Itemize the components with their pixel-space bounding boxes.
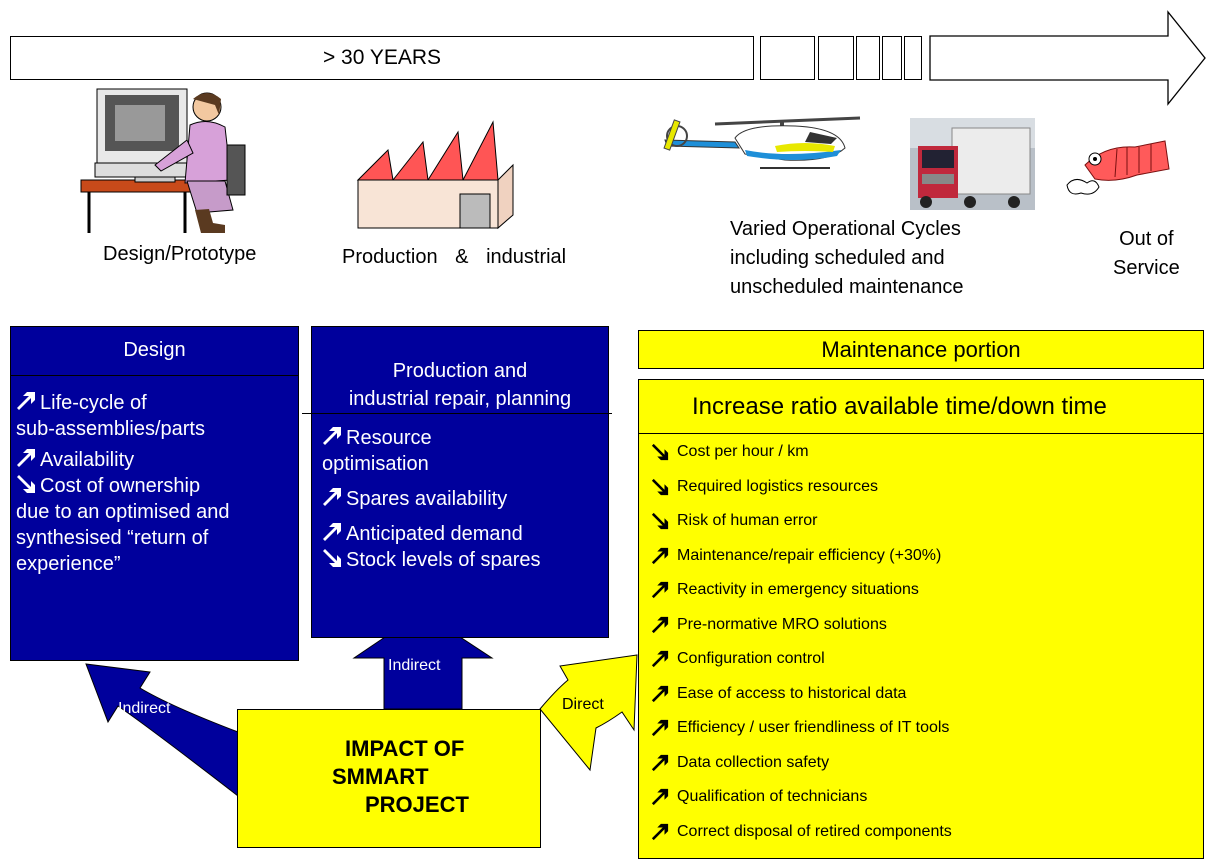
indirect-left-label: Indirect (118, 700, 171, 717)
maintenance-item: Maintenance/repair efficiency (+30%) (639, 539, 1203, 574)
maintenance-item-label: Cost per hour / km (677, 443, 809, 461)
caption-operational: Varied Operational Cycles including sche… (730, 218, 964, 298)
timeline-label: > 30 YEARS (322, 46, 442, 69)
truck-icon (910, 118, 1035, 210)
maintenance-item: Risk of human error (639, 504, 1203, 539)
maintenance-item: Data collection safety (639, 746, 1203, 781)
trend-up-icon (651, 823, 669, 840)
design-panel-items: Life-cycle of sub-assemblies/parts Avail… (11, 376, 298, 577)
maintenance-item-label: Required logistics resources (677, 477, 878, 495)
timeline-arrowhead (929, 10, 1206, 106)
maintenance-items: Cost per hour / km Required logistics res… (639, 434, 1203, 849)
design-panel: Design Life-cycle of sub-assemblies/part… (10, 326, 299, 661)
maintenance-item-label: Pre-normative MRO solutions (677, 615, 887, 633)
production-item-spares: Spares availability (322, 486, 608, 512)
trend-down-icon (651, 513, 669, 530)
design-item-availability: Availability (16, 447, 298, 473)
production-panel-items: Resource optimisation Spares availabilit… (312, 415, 608, 573)
trend-up-icon (651, 685, 669, 702)
trend-up-icon (17, 392, 35, 410)
timeline-segment (904, 36, 922, 80)
maintenance-item: Reactivity in emergency situations (639, 573, 1203, 608)
maintenance-item-label: Efficiency / user friendliness of IT too… (677, 719, 950, 737)
maintenance-item: Correct disposal of retired components (639, 815, 1203, 850)
trend-down-icon (651, 478, 669, 495)
maintenance-item-label: Qualification of technicians (677, 788, 868, 806)
trend-up-icon (323, 427, 341, 445)
trend-up-icon (651, 720, 669, 737)
maintenance-item: Efficiency / user friendliness of IT too… (639, 711, 1203, 746)
trend-up-icon (651, 754, 669, 771)
production-divider (302, 413, 612, 414)
timeline-bar: > 30 YEARS (10, 36, 754, 80)
designer-computer-icon (80, 88, 246, 233)
trend-up-icon (323, 488, 341, 506)
maintenance-item-label: Correct disposal of retired components (677, 822, 952, 840)
production-item-demand: Anticipated demand (322, 521, 608, 547)
production-item-resource: Resource optimisation (322, 427, 432, 475)
maintenance-item-label: Data collection safety (677, 753, 830, 771)
production-panel-title: Production and industrial repair, planni… (348, 360, 572, 410)
design-item-cost-of-ownership: Cost of ownership due to an optimised an… (16, 475, 230, 575)
trend-up-icon (323, 523, 341, 541)
trend-up-icon (651, 651, 669, 668)
timeline-segment (856, 36, 880, 80)
timeline-segment (882, 36, 902, 80)
caption-production: Production & industrial (342, 246, 567, 268)
impact-box: IMPACT OF SMMART PROJECT (237, 709, 541, 848)
maintenance-item: Ease of access to historical data (639, 677, 1203, 712)
maintenance-item-label: Maintenance/repair efficiency (+30%) (677, 546, 942, 564)
factory-icon (356, 120, 514, 230)
maintenance-item-label: Configuration control (677, 650, 825, 668)
maintenance-item-label: Risk of human error (677, 512, 818, 530)
indirect-arrow-left (85, 663, 239, 798)
trend-up-icon (651, 547, 669, 564)
direct-arrow-right (539, 654, 638, 772)
maintenance-item: Configuration control (639, 642, 1203, 677)
out-of-service-icon (1066, 140, 1170, 195)
indirect-up-label: Indirect (388, 657, 441, 674)
production-panel: Production and industrial repair, planni… (311, 326, 609, 638)
direct-right-label: Direct (562, 696, 604, 713)
helicopter-icon (663, 116, 861, 169)
trend-down-icon (651, 444, 669, 461)
maintenance-item: Qualification of technicians (639, 780, 1203, 815)
maintenance-item: Required logistics resources (639, 470, 1203, 505)
trend-down-icon (323, 549, 341, 567)
maintenance-item: Cost per hour / km (639, 435, 1203, 470)
maintenance-subtitle: Increase ratio available time/down time (639, 380, 1203, 434)
design-panel-title: Design (11, 327, 298, 376)
trend-up-icon (651, 789, 669, 806)
maintenance-item-label: Reactivity in emergency situations (677, 581, 919, 599)
design-item-lifecycle: Life-cycle of sub-assemblies/parts (16, 392, 205, 440)
trend-up-icon (17, 449, 35, 467)
caption-design-prototype: Design/Prototype (103, 243, 257, 265)
maintenance-item: Pre-normative MRO solutions (639, 608, 1203, 643)
maintenance-panel: Increase ratio available time/down time … (638, 379, 1204, 859)
maintenance-item-label: Ease of access to historical data (677, 684, 907, 702)
trend-up-icon (651, 582, 669, 599)
maintenance-title-box: Maintenance portion (638, 330, 1204, 369)
maintenance-title: Maintenance portion (821, 336, 1021, 362)
production-item-stock: Stock levels of spares (322, 547, 608, 573)
trend-up-icon (651, 616, 669, 633)
timeline-segment (760, 36, 815, 80)
caption-out-of-service: Out of Service (1113, 228, 1180, 279)
timeline-segment (818, 36, 854, 80)
trend-down-icon (17, 475, 35, 493)
